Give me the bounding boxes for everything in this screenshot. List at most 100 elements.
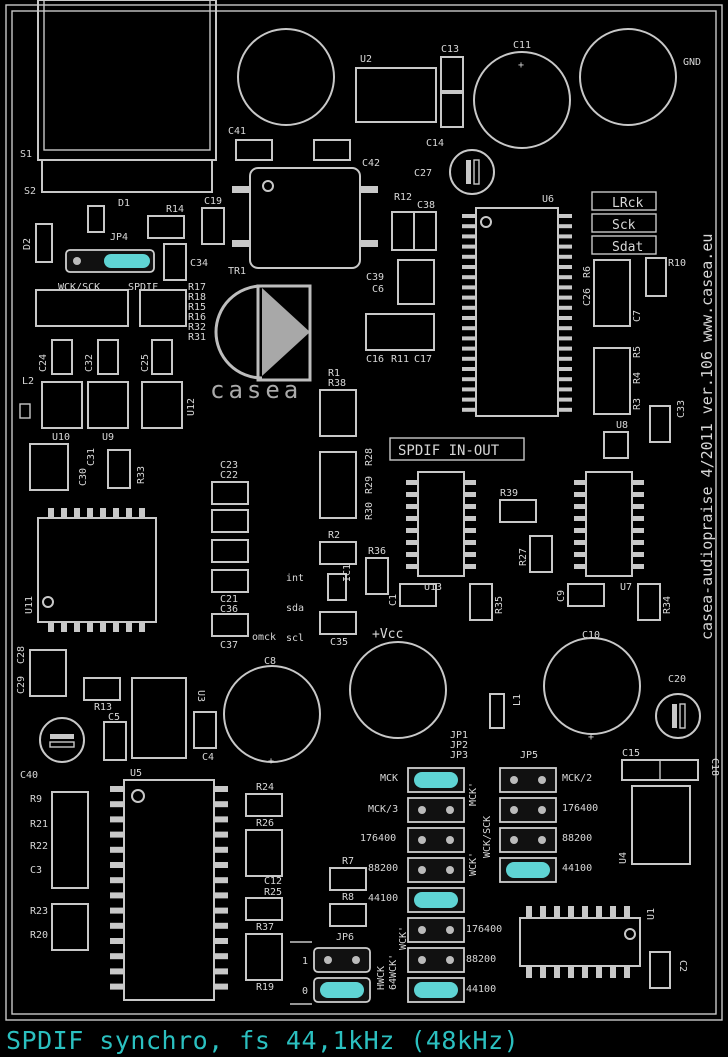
label-jp4: JP4 [110, 232, 128, 243]
tr1-transformer [249, 167, 361, 269]
mounting-hole-top-right [579, 28, 677, 126]
mounting-hole-top-left [237, 28, 335, 126]
label-d2: D2 [22, 238, 33, 250]
signal-box-lrck [591, 191, 657, 211]
jp6-label-1: 1 [302, 956, 308, 967]
label-jp2: JP2 [450, 740, 468, 751]
label-s1: S1 [20, 149, 32, 160]
label-tr1: TR1 [228, 266, 246, 277]
label-jp5: JP5 [520, 750, 538, 761]
d2-diode [35, 223, 53, 263]
label-c29: C29 [16, 676, 27, 694]
r35-pad [469, 583, 493, 621]
label-c10: C10 [582, 630, 600, 641]
label-l1: L1 [512, 694, 523, 706]
jp1-jp3-jumper-column[interactable] [407, 767, 465, 1003]
c1-pad [399, 583, 437, 607]
label-r33: R33 [136, 466, 147, 484]
label-spdif: SPDIF [128, 282, 158, 293]
label-c34: C34 [190, 258, 208, 269]
jp5-jumper-column[interactable] [499, 767, 557, 883]
jp123-left-1: MCK/3 [368, 804, 398, 815]
label-c1: C1 [388, 594, 399, 606]
r9-c3-pads [51, 791, 89, 889]
label-c40: C40 [20, 770, 38, 781]
label-c39: C39 [366, 272, 384, 283]
c24-pad [51, 339, 73, 375]
label-vcc: +Vcc [372, 627, 403, 642]
label-gnd: GND [683, 57, 701, 68]
connector-s1-s2 [37, 0, 217, 193]
label-c11: C11 [513, 40, 531, 51]
label-c25: C25 [140, 354, 151, 372]
r26-pad [245, 829, 283, 877]
c4-pad [193, 711, 217, 749]
r36-pad [365, 557, 389, 595]
label-d1: D1 [118, 198, 130, 209]
r27-pad [529, 535, 553, 573]
label-c35: C35 [330, 637, 348, 648]
label-c18: C18 [709, 758, 720, 776]
label-r29: R29 [364, 476, 375, 494]
jp123-right-7: 44100 [466, 984, 496, 995]
u2-regulator [355, 67, 437, 123]
label-r5: R5 [632, 346, 643, 358]
c11-capacitor [473, 51, 571, 149]
label-c6: C6 [372, 284, 384, 295]
signal-sck: Sck [612, 218, 636, 233]
casea-logo [214, 284, 312, 382]
label-u3: U3 [195, 690, 206, 702]
label-c16: C16 [366, 354, 384, 365]
label-r11: R11 [391, 354, 409, 365]
u8-chip [603, 431, 629, 459]
jp5-right-3: 44100 [562, 863, 592, 874]
label-r32: R32 [188, 322, 206, 333]
r10-pad [645, 257, 667, 297]
label-c4: C4 [202, 752, 214, 763]
label-c22: C22 [220, 470, 238, 481]
label-r37: R37 [256, 922, 274, 933]
jp123-right-6: 88200 [466, 954, 496, 965]
label-c20: C20 [668, 674, 686, 685]
c13-pad [440, 56, 464, 92]
r28-r30-pads [319, 451, 357, 519]
c27-capacitor [449, 149, 495, 195]
jp123-left-3: 88200 [368, 863, 398, 874]
label-r18: R18 [188, 292, 206, 303]
c14-pad [440, 92, 464, 128]
label-ic1: IC1 [342, 564, 353, 582]
label-r16: R16 [188, 312, 206, 323]
label-r36: R36 [368, 546, 386, 557]
r34-pad [637, 583, 661, 621]
label-c15: C15 [622, 748, 640, 759]
logo-text: casea [210, 376, 302, 404]
u7-chip [585, 471, 633, 577]
r3-r5-pads [593, 347, 631, 415]
label-r26: R26 [256, 818, 274, 829]
jp4-jumper[interactable] [65, 249, 155, 273]
label-c17: C17 [414, 354, 432, 365]
label-wck-sck: WCK/SCK [58, 282, 100, 293]
jp6-jumper[interactable] [313, 947, 371, 1003]
jp123-left-4: 44100 [368, 893, 398, 904]
c9-pad [567, 583, 605, 607]
jp-lower-64wck: 64WCK' [388, 954, 399, 990]
label-r23: R23 [30, 906, 48, 917]
label-omck: omck [252, 632, 276, 643]
c34-pad [163, 243, 187, 281]
jp5-right-0: MCK/2 [562, 773, 592, 784]
label-u10: U10 [52, 432, 70, 443]
label-c24: C24 [38, 354, 49, 372]
label-c21: C21 [220, 594, 238, 605]
label-s2: S2 [24, 186, 36, 197]
u9-chip [87, 381, 129, 429]
label-c8: C8 [264, 656, 276, 667]
jp5-vertical-mck: MCK' [468, 782, 479, 806]
label-int: int [286, 573, 304, 584]
label-u13: U13 [424, 582, 442, 593]
c20-capacitor [655, 693, 701, 739]
signal-lrck: LRck [612, 196, 643, 211]
u13-chip [417, 471, 465, 577]
d1-diode [87, 205, 105, 233]
